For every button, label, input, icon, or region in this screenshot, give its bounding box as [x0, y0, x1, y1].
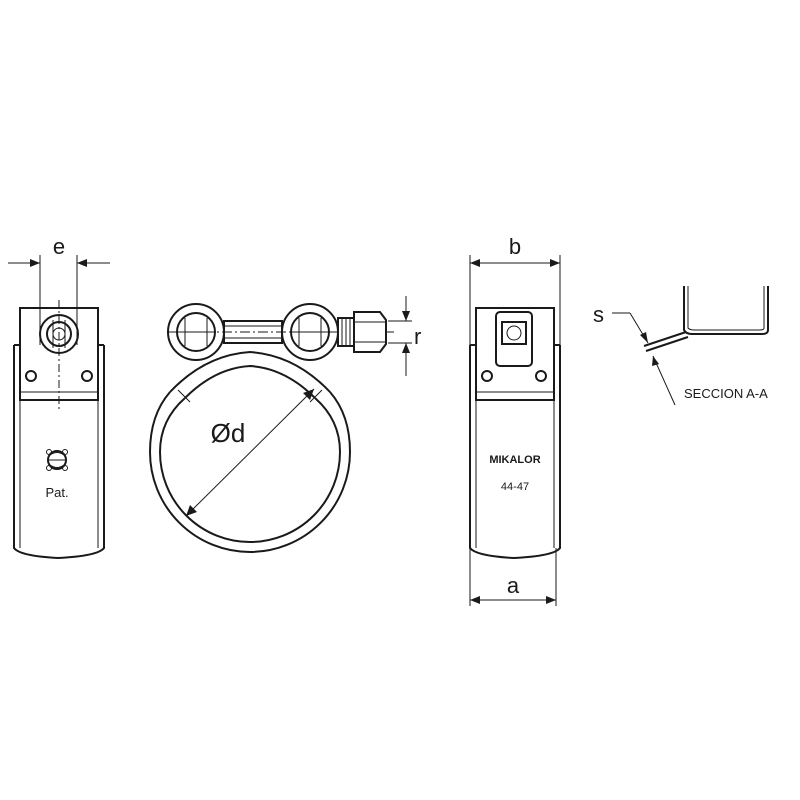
- ring-outer: [148, 391, 352, 553]
- pat-label: Pat.: [45, 485, 68, 500]
- label-s: s: [593, 302, 604, 327]
- nut: [353, 311, 387, 353]
- section-a-a: s SECCION A-A: [593, 286, 769, 406]
- left-band: [13, 345, 105, 560]
- label-diameter: Ød: [211, 418, 246, 448]
- dimension-b: b: [469, 234, 561, 345]
- center-view: Ød r: [148, 296, 421, 553]
- size-label: 44-47: [501, 481, 529, 493]
- brand-label: MIKALOR: [489, 454, 540, 466]
- label-e: e: [53, 234, 65, 259]
- left-view: Pat. e: [8, 234, 110, 560]
- dimension-r: r: [388, 296, 421, 376]
- logo-mark: [46, 449, 68, 471]
- diameter-line: [185, 388, 315, 517]
- label-r: r: [414, 324, 421, 349]
- right-view: MIKALOR 44-47 b a: [469, 234, 561, 606]
- section-profile: [683, 286, 769, 335]
- label-b: b: [509, 234, 521, 259]
- label-a: a: [507, 573, 520, 598]
- right-head-housing: [475, 307, 555, 401]
- section-label: SECCION A-A: [684, 386, 768, 401]
- ring-inner: [158, 397, 342, 543]
- dimension-a: a: [469, 548, 557, 606]
- dimension-e: e: [8, 234, 110, 345]
- bolt-slot: [495, 311, 533, 367]
- left-head-housing: [19, 307, 99, 401]
